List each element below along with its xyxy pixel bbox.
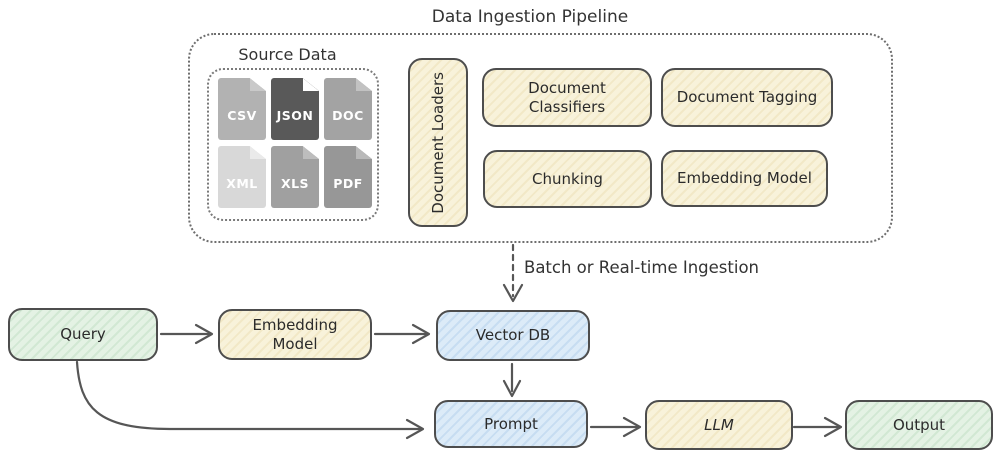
node-label: Chunking bbox=[532, 169, 603, 188]
file-type-label: JSON bbox=[276, 107, 314, 123]
node-prompt: Prompt bbox=[434, 400, 588, 448]
data-ingestion-pipeline-container bbox=[188, 33, 893, 243]
node-label: Prompt bbox=[484, 414, 538, 433]
node-document-classifiers: Document Classifiers bbox=[482, 68, 652, 127]
node-label: Output bbox=[892, 415, 946, 434]
node-label: Document Tagging bbox=[676, 88, 818, 107]
node-document-tagging: Document Tagging bbox=[661, 68, 833, 127]
arrowhead-icon bbox=[823, 416, 843, 438]
xls-file-icon: XLS bbox=[271, 146, 319, 208]
folded-corner-icon bbox=[302, 78, 319, 92]
diagram-title: Data Ingestion Pipeline bbox=[431, 7, 629, 27]
arrowhead-icon bbox=[405, 418, 425, 440]
arrowhead-icon bbox=[502, 379, 522, 398]
node-output: Output bbox=[845, 400, 993, 450]
doc-file-icon: DOC bbox=[324, 78, 372, 140]
file-type-label: XML bbox=[226, 175, 258, 191]
node-label: Query bbox=[60, 325, 106, 344]
folded-corner-icon bbox=[302, 146, 319, 160]
node-label: Embedding Model bbox=[677, 169, 812, 188]
xml-file-icon: XML bbox=[218, 146, 266, 208]
csv-file-icon: CSV bbox=[218, 78, 266, 140]
file-type-label: PDF bbox=[333, 175, 363, 191]
node-label: Document Loaders bbox=[428, 71, 447, 214]
node-label: LLM bbox=[704, 415, 734, 434]
node-label: Vector DB bbox=[475, 326, 551, 345]
file-type-label: XLS bbox=[280, 175, 310, 191]
arrow-query-prompt bbox=[75, 360, 423, 431]
folded-corner-icon bbox=[249, 78, 266, 92]
folded-corner-icon bbox=[355, 78, 372, 92]
node-embedding-model-pipeline: Embedding Model bbox=[661, 150, 828, 207]
node-label: Document Classifiers bbox=[528, 78, 606, 116]
file-type-label: CSV bbox=[227, 107, 257, 123]
folded-corner-icon bbox=[355, 146, 372, 160]
node-vector-db: Vector DB bbox=[436, 310, 590, 361]
source-data-label: Source Data bbox=[238, 45, 337, 64]
folded-corner-icon bbox=[249, 146, 266, 160]
ingestion-arrowhead-icon bbox=[502, 283, 524, 303]
node-embedding-model: Embedding Model bbox=[218, 309, 372, 360]
arrowhead-icon bbox=[194, 323, 214, 345]
source-file-grid: CSV JSON DOC XML XLS PDF bbox=[218, 78, 372, 208]
node-document-loaders: Document Loaders bbox=[408, 58, 468, 227]
node-query: Query bbox=[8, 308, 158, 361]
node-label: Embedding Model bbox=[252, 315, 338, 353]
file-type-label: DOC bbox=[332, 107, 364, 123]
pdf-file-icon: PDF bbox=[324, 146, 372, 208]
source-data-box bbox=[207, 68, 379, 221]
arrowhead-icon bbox=[411, 323, 431, 345]
arrowhead-icon bbox=[622, 416, 642, 438]
ingestion-arrow-label: Batch or Real-time Ingestion bbox=[524, 258, 759, 277]
node-chunking: Chunking bbox=[483, 150, 652, 208]
node-llm: LLM bbox=[645, 400, 793, 450]
json-file-icon: JSON bbox=[271, 78, 319, 140]
